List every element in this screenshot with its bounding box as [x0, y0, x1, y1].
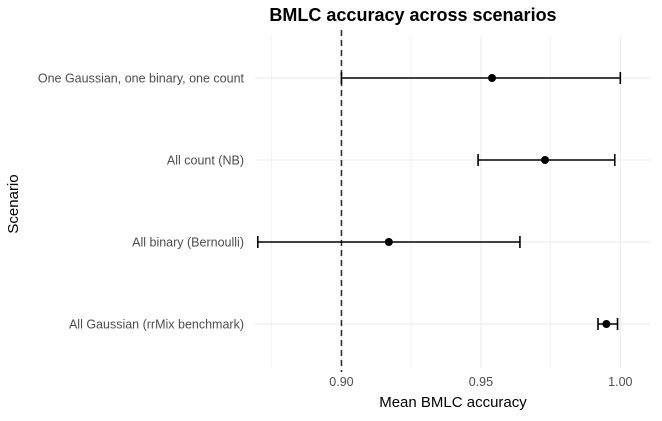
y-tick-label: All count (NB): [167, 154, 244, 168]
errorbar-group: [477, 154, 616, 166]
x-tick-label: 0.90: [329, 375, 353, 389]
chart-title: BMLC accuracy across scenarios: [269, 5, 556, 25]
errorbar-group: [597, 318, 619, 330]
mean-point: [602, 320, 611, 328]
y-axis-title: Scenario: [5, 174, 22, 233]
mean-point: [488, 74, 497, 82]
x-tick-label: 0.95: [469, 375, 493, 389]
y-tick-label: One Gaussian, one binary, one count: [38, 72, 245, 86]
grid: [255, 36, 651, 368]
y-tick-label: All binary (Bernoulli): [132, 236, 244, 250]
x-tick-label: 1.00: [608, 375, 632, 389]
y-tick-label: All Gaussian (rrMix benchmark): [69, 318, 244, 332]
x-tick-labels: 0.90 0.95 1.00: [329, 375, 632, 389]
errorbar-group: [340, 72, 622, 84]
errorbar-group: [256, 236, 521, 248]
data-marks: [256, 72, 622, 330]
mean-point: [384, 238, 393, 246]
x-axis-title: Mean BMLC accuracy: [379, 394, 527, 411]
mean-point: [541, 156, 550, 164]
